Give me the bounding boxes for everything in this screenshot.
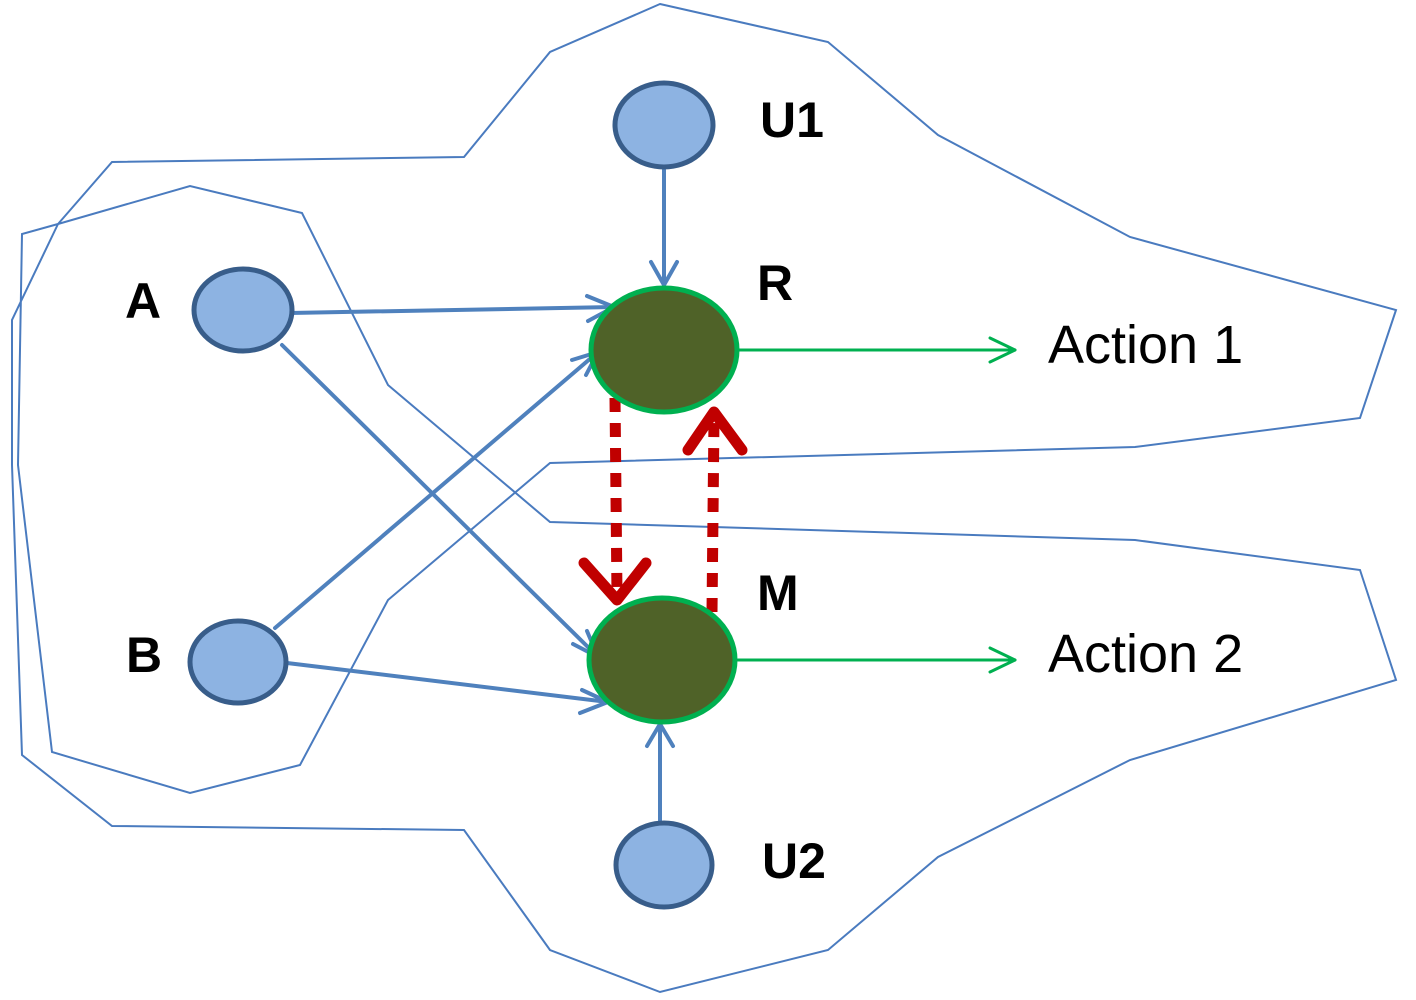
feedback-edges xyxy=(578,397,748,613)
hub-nodes xyxy=(586,285,740,725)
edge-a-r xyxy=(288,305,616,315)
node-u1 xyxy=(612,80,716,170)
label-m: M xyxy=(757,565,799,621)
arrowhead-u1-r xyxy=(649,260,679,287)
node-b xyxy=(187,618,289,706)
arrowhead-m-r xyxy=(682,406,748,456)
label-action-2: Action 2 xyxy=(1048,624,1243,684)
label-u2: U2 xyxy=(762,833,826,889)
action-edges xyxy=(736,336,1017,674)
label-b: B xyxy=(126,627,162,683)
outer-region-outline xyxy=(11,2,1398,994)
label-action-1: Action 1 xyxy=(1048,315,1243,375)
edge-b-m xyxy=(285,661,610,704)
edge-m-r-dashed xyxy=(706,417,720,613)
label-a: A xyxy=(125,273,161,329)
arrowhead-m-action2 xyxy=(988,646,1017,674)
node-m xyxy=(586,595,738,725)
arrowhead-r-action1 xyxy=(988,336,1017,364)
node-r xyxy=(588,285,740,415)
edge-r-m-dashed xyxy=(609,397,623,596)
edge-b-r xyxy=(273,350,600,630)
edge-a-m xyxy=(280,343,600,659)
arrowhead-r-m xyxy=(578,557,652,606)
label-r: R xyxy=(757,255,793,311)
node-u2 xyxy=(613,820,715,910)
node-a xyxy=(191,266,295,354)
label-u1: U1 xyxy=(760,92,824,148)
input-nodes xyxy=(187,80,716,910)
